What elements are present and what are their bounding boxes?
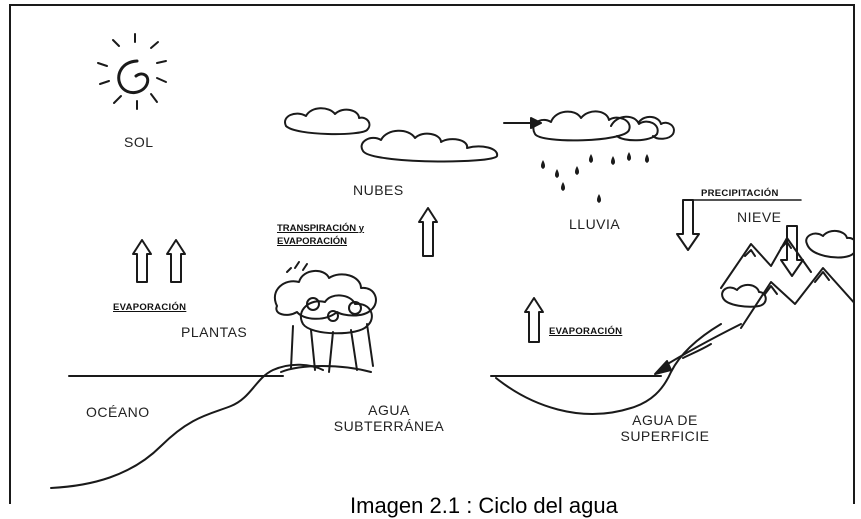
sun-icon <box>98 34 166 109</box>
sun-label: SOL <box>124 134 154 150</box>
ocean-evaporation-label: EVAPORACIÓN <box>113 302 186 313</box>
raindrop-icons <box>541 152 649 203</box>
figure-caption: Imagen 2.1 : Ciclo del agua <box>350 493 618 519</box>
surface-water-label-line1: AGUA DE <box>605 412 725 428</box>
evaporation-arrow-icon <box>167 240 185 282</box>
lake-evaporation-label: EVAPORACIÓN <box>549 326 622 337</box>
evaporation-arrow-icon <box>133 240 151 282</box>
ocean-label: OCÉANO <box>86 404 150 420</box>
cloud-icon <box>362 131 498 162</box>
cloud-icon <box>806 231 855 258</box>
transpiration-arrow-icon <box>419 208 437 256</box>
cloud-icon <box>722 285 766 307</box>
precipitation-arrow-icon <box>677 200 699 250</box>
surface-water-label: AGUA DE SUPERFICIE <box>605 412 725 444</box>
transpiration-label-line2: EVAPORACIÓN <box>277 235 364 248</box>
snow-label: NIEVE <box>737 209 782 225</box>
trees-icon <box>275 262 376 372</box>
groundwater-label-line1: AGUA <box>329 402 449 418</box>
plants-label: PLANTAS <box>181 324 247 340</box>
cloud-icon <box>285 108 369 134</box>
snow-arrow-icon <box>781 226 803 276</box>
rain-label: LLUVIA <box>569 216 620 232</box>
rain-cloud-icon <box>533 111 674 140</box>
clouds-label: NUBES <box>353 182 404 198</box>
groundwater-label: AGUA SUBTERRÁNEA <box>329 402 449 434</box>
transpiration-label-line1: TRANSPIRACIÓN y <box>277 222 364 235</box>
precipitation-label: PRECIPITACIÓN <box>701 188 779 199</box>
lake-evaporation-arrow-icon <box>525 298 543 342</box>
transpiration-label: TRANSPIRACIÓN y EVAPORACIÓN <box>277 222 364 248</box>
groundwater-label-line2: SUBTERRÁNEA <box>329 418 449 434</box>
water-cycle-diagram: SOL NUBES LLUVIA NIEVE PLANTAS OCÉANO AG… <box>9 4 855 504</box>
surface-water-label-line2: SUPERFICIE <box>605 428 725 444</box>
